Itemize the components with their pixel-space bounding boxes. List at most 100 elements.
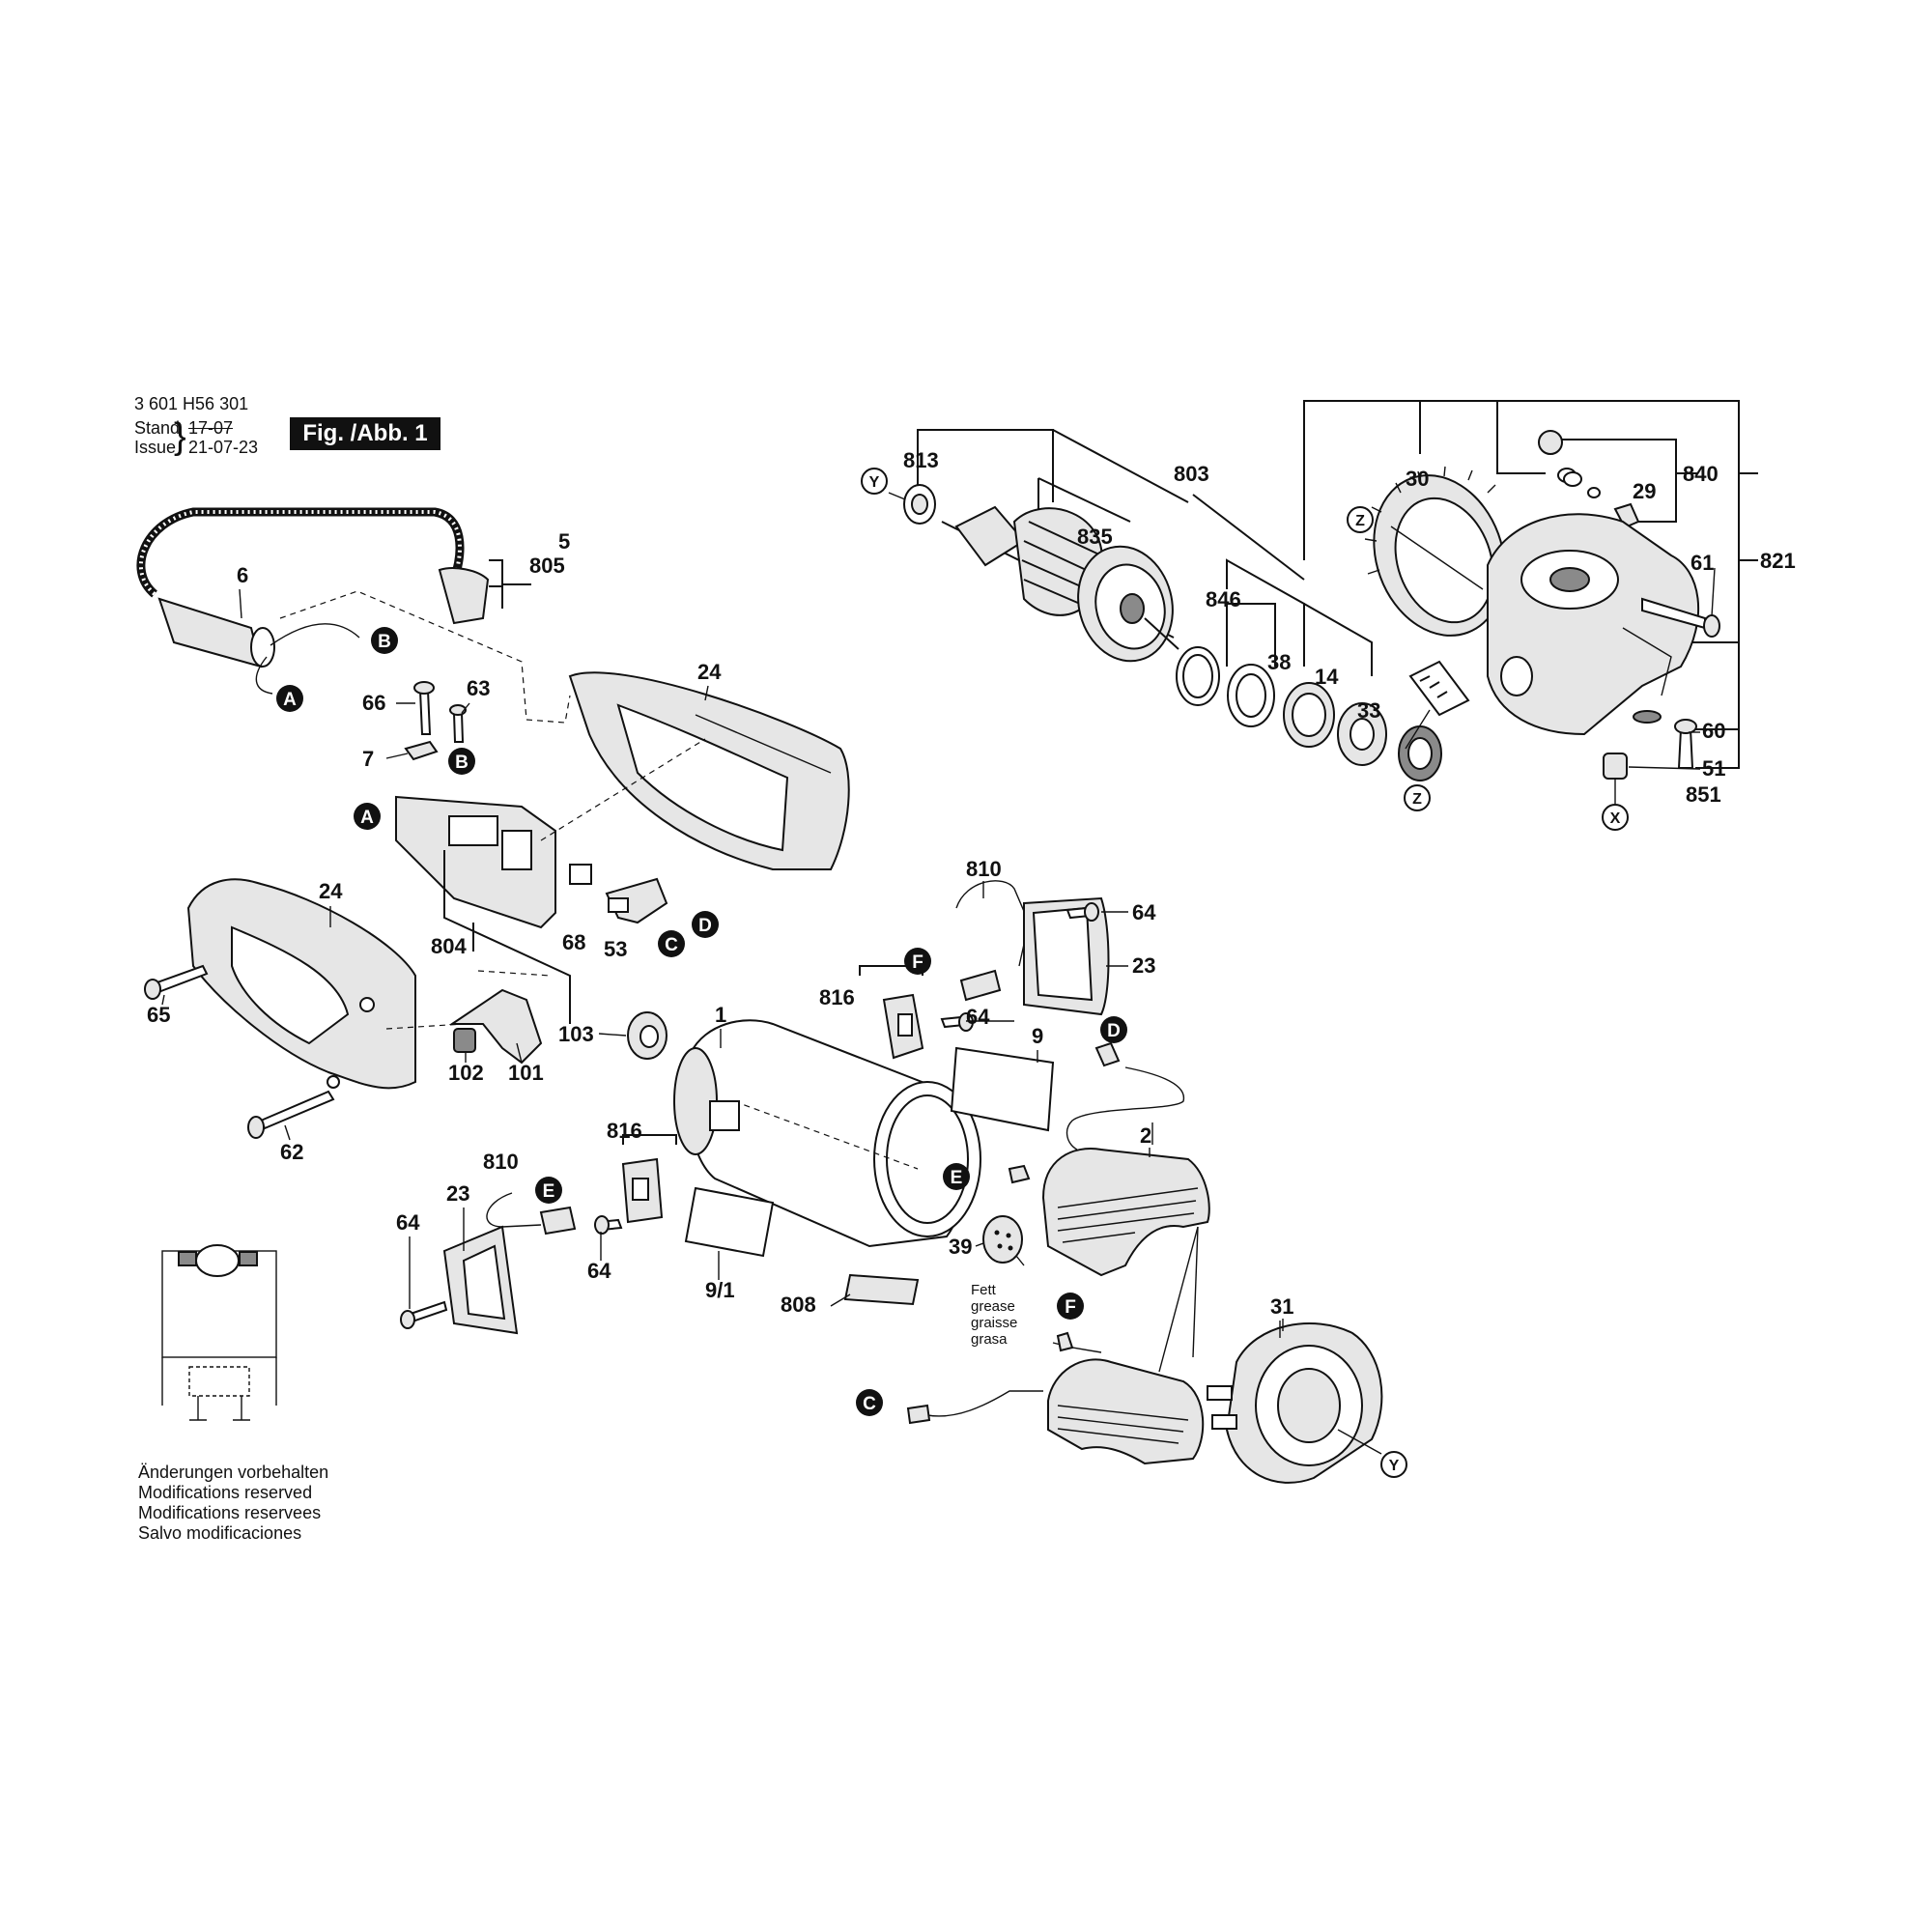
label-840: 840 — [1683, 462, 1719, 486]
label-64-upper: 64 — [1132, 900, 1156, 924]
small-parts-840-29 — [1538, 430, 1640, 529]
grease-note-grasa: grasa — [971, 1331, 1008, 1348]
issue-label: Issue — [134, 438, 177, 457]
figure-badge: Fig. /Abb. 1 — [290, 417, 440, 450]
guide-lines — [279, 590, 706, 1030]
part-labels: 813 803 30 840 29 821 835 61 846 38 14 3… — [147, 448, 1796, 1348]
label-53: 53 — [604, 937, 627, 961]
footer-line-es: Salvo modificaciones — [138, 1523, 302, 1543]
label-9-1: 9/1 — [705, 1278, 735, 1302]
label-805: 805 — [529, 554, 565, 578]
label-68: 68 — [562, 930, 585, 954]
label-808: 808 — [781, 1293, 816, 1317]
end-cap-31 — [1207, 1322, 1383, 1484]
label-816-lower: 816 — [607, 1119, 642, 1143]
stand-label: Stand — [134, 418, 181, 438]
badge-A-top: A — [276, 685, 303, 712]
label-64-bottom: 64 — [587, 1259, 611, 1283]
grease-note-graisse: graisse — [971, 1315, 1017, 1331]
label-7: 7 — [362, 747, 374, 771]
svg-text:D: D — [698, 916, 712, 936]
label-23-lower: 23 — [446, 1181, 469, 1206]
badge-Y-top: Y — [861, 468, 888, 495]
label-810-lower: 810 — [483, 1150, 519, 1174]
badge-Z-gear: Z — [1347, 506, 1374, 533]
badge-F-lower: F — [1057, 1293, 1084, 1320]
label-33: 33 — [1357, 698, 1380, 723]
label-103: 103 — [558, 1022, 594, 1046]
svg-text:A: A — [283, 690, 297, 710]
grease-cap-39 — [982, 1215, 1025, 1266]
leader-lines — [161, 567, 1716, 1331]
coil-leads — [906, 1041, 1184, 1425]
handle-half-upper-24 — [568, 671, 850, 870]
label-64-mid: 64 — [966, 1005, 990, 1029]
connector-badges: A B B A D C F D E E F C Y Z Z X Y — [276, 468, 1629, 1478]
brackets-lower — [1151, 1122, 1382, 1455]
svg-text:B: B — [378, 632, 391, 652]
wiring-schematic — [161, 1244, 277, 1421]
label-835: 835 — [1077, 525, 1113, 549]
fan-103 — [627, 1011, 668, 1060]
label-60: 60 — [1702, 719, 1725, 743]
label-51: 51 — [1702, 756, 1725, 781]
screws-64 — [400, 902, 1099, 1329]
part-number: 3 601 H56 301 — [134, 394, 249, 413]
badge-E-left: E — [535, 1177, 562, 1204]
label-65: 65 — [147, 1003, 170, 1027]
label-14: 14 — [1315, 665, 1339, 689]
stand-value: 17-07 — [188, 418, 234, 438]
label-plate — [1405, 660, 1470, 750]
switch-assembly-804 — [395, 795, 571, 1024]
svg-text:C: C — [665, 935, 678, 955]
svg-text:Z: Z — [1355, 513, 1365, 529]
label-63: 63 — [467, 676, 490, 700]
field-coil-2-lower — [1047, 1226, 1205, 1465]
label-24-upper: 24 — [697, 660, 722, 684]
header-brace: } — [174, 416, 186, 457]
badge-Y-bottom: Y — [1380, 1451, 1407, 1478]
svg-text:Y: Y — [869, 474, 880, 491]
label-62: 62 — [280, 1140, 303, 1164]
bearing-813 — [888, 484, 936, 525]
footer-line-fr: Modifications reservees — [138, 1503, 322, 1522]
label-9: 9 — [1032, 1024, 1043, 1048]
badge-F-upper: F — [904, 948, 931, 975]
label-38: 38 — [1267, 650, 1291, 674]
field-coil-2-upper — [1041, 1148, 1210, 1277]
covers-23-9-9-1-808 — [442, 896, 1110, 1335]
badge-C-mid: C — [658, 930, 685, 957]
screws-61-60 — [1603, 597, 1720, 804]
badge-C-lower: C — [856, 1389, 883, 1416]
badge-D-mid: D — [692, 911, 719, 938]
svg-text:Y: Y — [1389, 1458, 1400, 1474]
label-851: 851 — [1686, 782, 1721, 807]
label-64-left: 64 — [396, 1210, 420, 1235]
screws-65-62-lock-101-102 — [144, 964, 543, 1139]
svg-text:D: D — [1107, 1021, 1121, 1041]
label-816-upper: 816 — [819, 985, 855, 1009]
label-31: 31 — [1270, 1294, 1293, 1319]
label-803: 803 — [1174, 462, 1209, 486]
svg-text:X: X — [1610, 810, 1621, 827]
badge-X: X — [1602, 804, 1629, 831]
issue-value: 21-07-23 — [188, 438, 259, 457]
svg-text:E: E — [951, 1168, 963, 1188]
label-846: 846 — [1206, 587, 1241, 611]
label-66: 66 — [362, 691, 385, 715]
label-29: 29 — [1633, 479, 1656, 503]
badge-B-mid: B — [448, 748, 475, 775]
svg-text:C: C — [863, 1394, 876, 1414]
label-810-upper: 810 — [966, 857, 1002, 881]
label-5: 5 — [558, 529, 570, 554]
bevel-gear-30 — [1364, 466, 1506, 637]
label-39: 39 — [949, 1235, 972, 1259]
footer-line-en: Modifications reserved — [138, 1483, 313, 1502]
svg-text:B: B — [455, 753, 469, 773]
label-61: 61 — [1690, 551, 1714, 575]
svg-text:E: E — [543, 1181, 555, 1202]
badge-Z-bearing: Z — [1404, 784, 1431, 811]
brushes-810 — [486, 880, 1030, 1236]
